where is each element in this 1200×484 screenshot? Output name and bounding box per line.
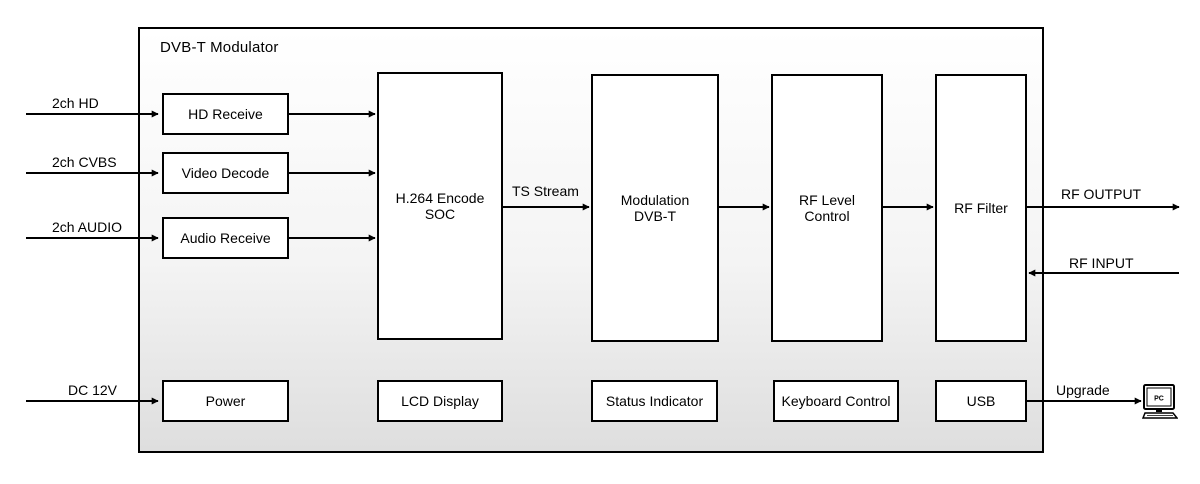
lcd-display-label: LCD Display [401,393,479,409]
power-block: Power [162,380,289,422]
input-label-dc: DC 12V [68,382,118,398]
audio-receive-block: Audio Receive [162,217,289,259]
input-label-hd: 2ch HD [52,95,99,111]
usb-label: USB [966,393,996,409]
status-indicator-label: Status Indicator [605,393,704,409]
keyboard-control-block: Keyboard Control [773,380,899,422]
lcd-display-block: LCD Display [377,380,503,422]
rf-filter-block: RF Filter [935,74,1027,342]
diagram-title: DVB-T Modulator [160,39,279,56]
power-label: Power [205,393,246,409]
video-decode-block: Video Decode [162,152,289,194]
pc-icon: PC [1142,384,1178,419]
rf-output-label: RF OUTPUT [1061,186,1142,202]
ts-stream-label: TS Stream [512,183,579,199]
hd-receive-label: HD Receive [188,106,263,122]
audio-receive-label: Audio Receive [180,230,271,246]
hd-receive-block: HD Receive [162,93,289,135]
rf-level-control-block: RF Level Control [771,74,883,342]
modulation-block: Modulation DVB-T [591,74,719,342]
rf-level-control-label: RF Level Control [798,192,856,224]
keyboard-control-label: Keyboard Control [781,393,891,409]
upgrade-label: Upgrade [1056,382,1110,398]
video-decode-label: Video Decode [181,165,270,181]
input-label-audio: 2ch AUDIO [52,219,123,235]
modulation-label: Modulation DVB-T [620,192,690,224]
rf-filter-label: RF Filter [954,200,1008,216]
pc-icon-label: PC [1154,396,1164,403]
input-label-cvbs: 2ch CVBS [52,154,117,170]
encoder-label: H.264 Encode SOC [395,190,485,222]
rf-input-label: RF INPUT [1069,255,1134,271]
status-indicator-block: Status Indicator [591,380,718,422]
encoder-block: H.264 Encode SOC [377,72,503,340]
usb-block: USB [935,380,1027,422]
